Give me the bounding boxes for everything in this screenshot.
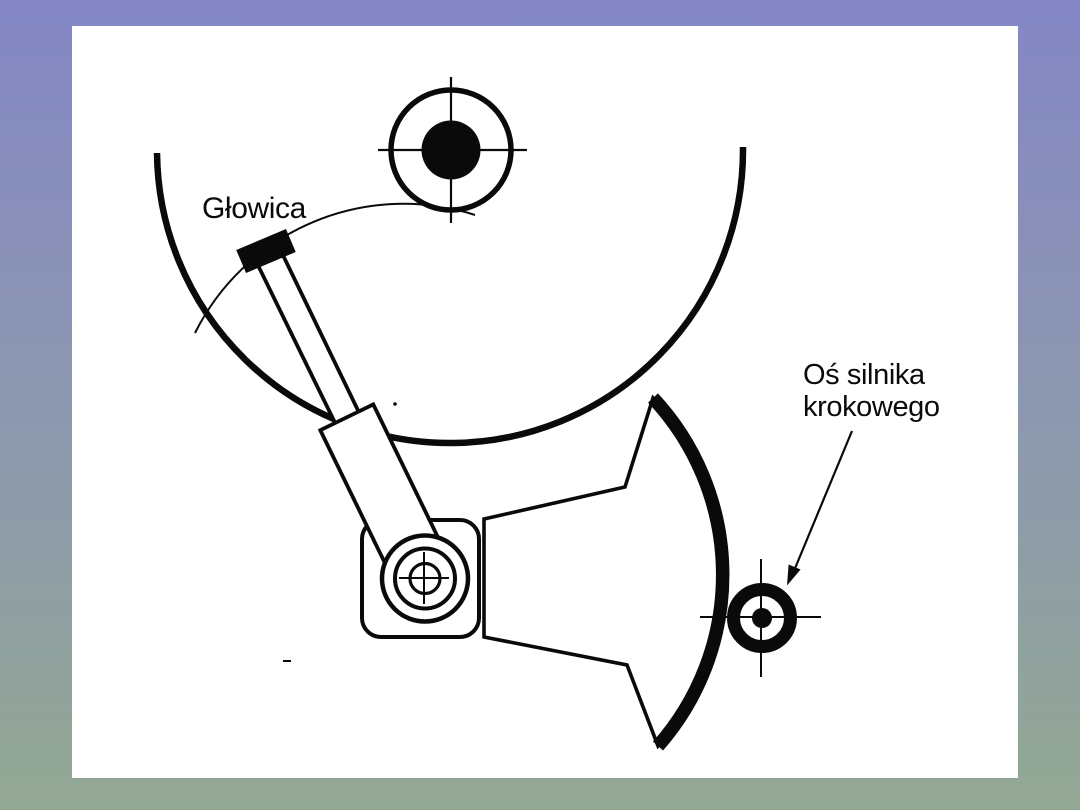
pivot-bearing: [379, 533, 471, 624]
pivot-middle-circle: [393, 546, 457, 611]
label-arrowhead-icon: [787, 564, 801, 586]
label-stepper-axis-line1: Oś silnika: [803, 359, 926, 391]
slide-canvas: [72, 26, 1018, 778]
stepper-center-dot: [752, 608, 772, 628]
spindle-hub: [378, 77, 527, 223]
sector-gear-rim-arc: [648, 393, 730, 751]
speck-dot: [393, 402, 397, 406]
spindle-center-dot: [421, 120, 481, 180]
label-stepper-axis-line2: krokowego: [803, 391, 940, 423]
disk-edge-arc: [153, 146, 747, 447]
head-block: [236, 228, 296, 274]
label-arrow-line: [789, 430, 854, 579]
label-head: Głowica: [202, 192, 307, 225]
stepper-axis: [700, 559, 821, 677]
